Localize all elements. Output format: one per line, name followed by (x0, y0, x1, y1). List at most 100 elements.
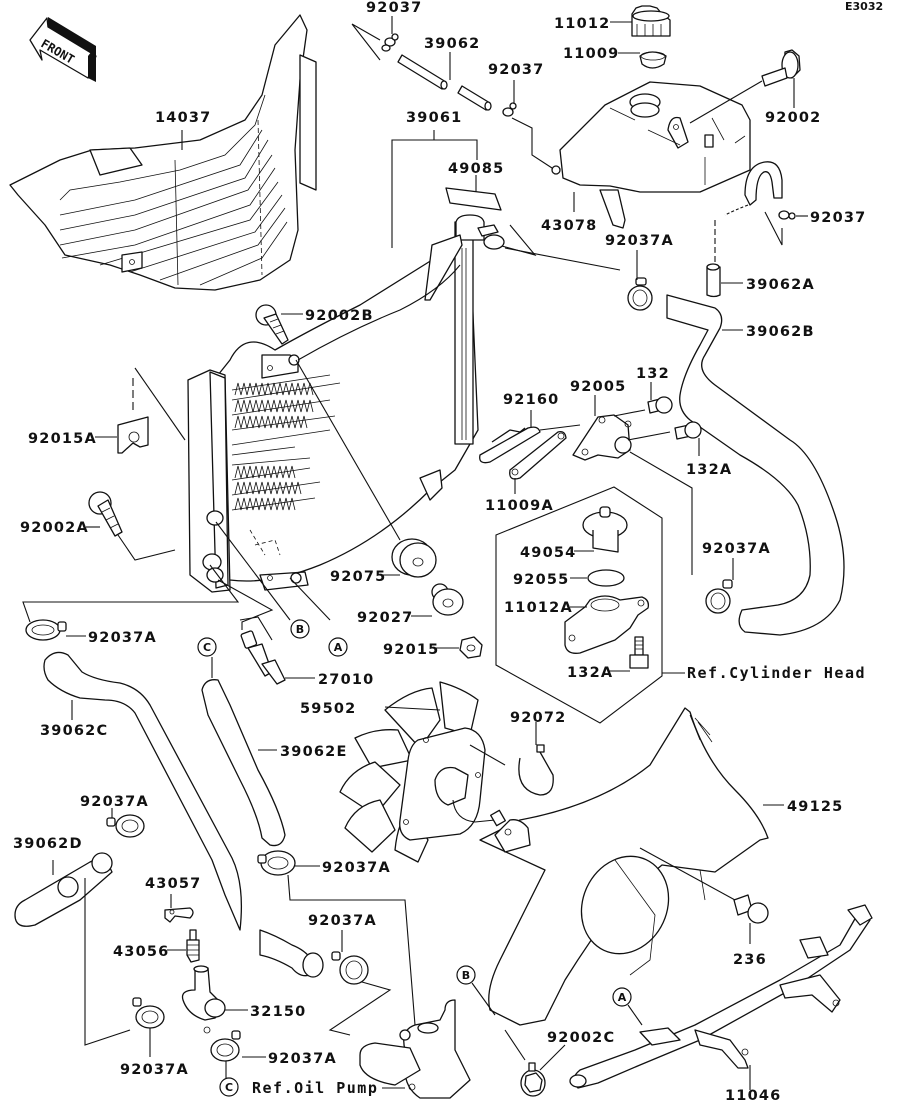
nut-92015[interactable] (459, 636, 483, 659)
thermostat-housing-92005[interactable] (572, 414, 632, 461)
label-59502[interactable]: 59502 (300, 701, 356, 717)
label-11012[interactable]: 11012 (554, 16, 610, 32)
label-92075[interactable]: 92075 (330, 569, 386, 585)
radiator-shroud-14037[interactable] (9, 14, 317, 291)
label-49125[interactable]: 49125 (787, 799, 843, 815)
temperature-sensor-27010[interactable] (240, 630, 286, 685)
hose-39062[interactable] (397, 54, 448, 90)
collar-92027[interactable] (431, 583, 464, 616)
bolt-132A-1[interactable] (674, 421, 702, 440)
label-92027[interactable]: 92027 (357, 610, 413, 626)
label-92005[interactable]: 92005 (570, 379, 626, 395)
label-132[interactable]: 132 (636, 366, 670, 382)
label-11009A[interactable]: 11009A (485, 498, 554, 514)
ref-oil-pump[interactable]: Ref.Oil Pump (252, 1079, 378, 1097)
bracket-11046[interactable] (569, 904, 873, 1089)
label-132A-2[interactable]: 132A (567, 665, 613, 681)
hose-39062B[interactable] (666, 294, 845, 636)
label-92072[interactable]: 92072 (510, 710, 566, 726)
label-39062C[interactable]: 39062C (40, 723, 108, 739)
band-92072[interactable] (518, 744, 554, 796)
label-92002[interactable]: 92002 (765, 110, 821, 126)
seal-11009[interactable] (639, 51, 667, 69)
reservoir-cap-11012[interactable] (631, 5, 671, 37)
bolt-92002C[interactable] (520, 1062, 546, 1097)
label-11046[interactable]: 11046 (725, 1088, 781, 1103)
water-pump[interactable] (359, 999, 471, 1099)
pipe-92160[interactable] (479, 426, 541, 464)
label-43056[interactable]: 43056 (113, 944, 169, 960)
clip-92037A-7[interactable] (210, 1030, 241, 1062)
o-ring-92055[interactable] (587, 569, 625, 587)
label-92037A-8[interactable]: 92037A (120, 1062, 189, 1078)
fan-shroud-49125[interactable] (479, 707, 769, 1026)
clip-92037-right[interactable] (778, 210, 796, 220)
label-92002A[interactable]: 92002A (20, 520, 89, 536)
clip-92037A-3[interactable] (25, 619, 67, 641)
label-49054[interactable]: 49054 (520, 545, 576, 561)
label-92037-top[interactable]: 92037 (366, 0, 422, 16)
overflow-hose[interactable] (744, 161, 783, 206)
label-14037[interactable]: 14037 (155, 110, 211, 126)
label-92055[interactable]: 92055 (513, 572, 569, 588)
label-39062A[interactable]: 39062A (746, 277, 815, 293)
label-92037A-2[interactable]: 92037A (702, 541, 771, 557)
clip-92037-top[interactable] (381, 33, 399, 52)
reservoir-tank-43078[interactable] (551, 81, 751, 229)
label-92037-right[interactable]: 92037 (810, 210, 866, 226)
label-39061[interactable]: 39061 (406, 110, 462, 126)
hose-39062E[interactable] (201, 679, 286, 847)
label-132A-1[interactable]: 132A (686, 462, 732, 478)
ref-cylinder-head[interactable]: Ref.Cylinder Head (687, 664, 866, 682)
label-92037A-6[interactable]: 92037A (308, 913, 377, 929)
clip-92015A[interactable] (117, 416, 149, 454)
label-39062[interactable]: 39062 (424, 36, 480, 52)
label-92037A-7[interactable]: 92037A (268, 1051, 337, 1067)
clip-92037A-5[interactable] (106, 814, 145, 838)
pipe-32150[interactable] (181, 965, 226, 1034)
label-92002B[interactable]: 92002B (305, 308, 374, 324)
bolt-132[interactable] (647, 396, 673, 414)
label-92002C[interactable]: 92002C (547, 1030, 615, 1046)
gasket-11009A[interactable] (509, 430, 567, 480)
cooling-fan-59502[interactable] (339, 681, 506, 863)
grommet-92075[interactable] (391, 538, 437, 578)
thermostat-cover-11012A[interactable] (564, 595, 650, 654)
label-49085[interactable]: 49085 (448, 161, 504, 177)
label-27010[interactable]: 27010 (318, 672, 374, 688)
clip-92037-mid[interactable] (502, 102, 517, 117)
hose-39062C[interactable] (43, 651, 242, 931)
label-92015A[interactable]: 92015A (28, 431, 97, 447)
label-39062D[interactable]: 39062D (13, 836, 83, 852)
label-92037A-1[interactable]: 92037A (605, 233, 674, 249)
bolt-132A-2[interactable] (629, 636, 649, 669)
radiator-39061[interactable] (187, 214, 505, 593)
thermostat-49054[interactable] (582, 506, 628, 553)
label-11012A[interactable]: 11012A (504, 600, 573, 616)
clip-92037A-6[interactable] (331, 951, 369, 985)
bolt-92002B[interactable] (255, 304, 289, 345)
clip-92037A-2[interactable] (705, 579, 733, 614)
clip-92037A-8[interactable] (132, 997, 165, 1029)
label-39062B[interactable]: 39062B (746, 324, 815, 340)
clip-92037A-1[interactable] (627, 277, 653, 311)
label-236[interactable]: 236 (733, 952, 767, 968)
label-plate-49085[interactable] (445, 187, 502, 211)
label-43057[interactable]: 43057 (145, 876, 201, 892)
label-92037A-3[interactable]: 92037A (88, 630, 157, 646)
label-32150[interactable]: 32150 (250, 1004, 306, 1020)
hose-39062A[interactable] (706, 263, 721, 298)
label-92037-mid[interactable]: 92037 (488, 62, 544, 78)
label-92160[interactable]: 92160 (503, 392, 559, 408)
bolt-92002A[interactable] (88, 491, 123, 537)
bleeder-43056[interactable] (186, 929, 200, 963)
hose-39062-short[interactable] (457, 85, 492, 111)
label-92015[interactable]: 92015 (383, 642, 439, 658)
label-92037A-5[interactable]: 92037A (80, 794, 149, 810)
clip-92037A-4[interactable] (257, 850, 296, 876)
label-11009[interactable]: 11009 (563, 46, 619, 62)
clamp-43057[interactable] (164, 907, 194, 923)
label-92037A-4[interactable]: 92037A (322, 860, 391, 876)
label-43078[interactable]: 43078 (541, 218, 597, 234)
hose-39062D[interactable] (14, 852, 113, 927)
